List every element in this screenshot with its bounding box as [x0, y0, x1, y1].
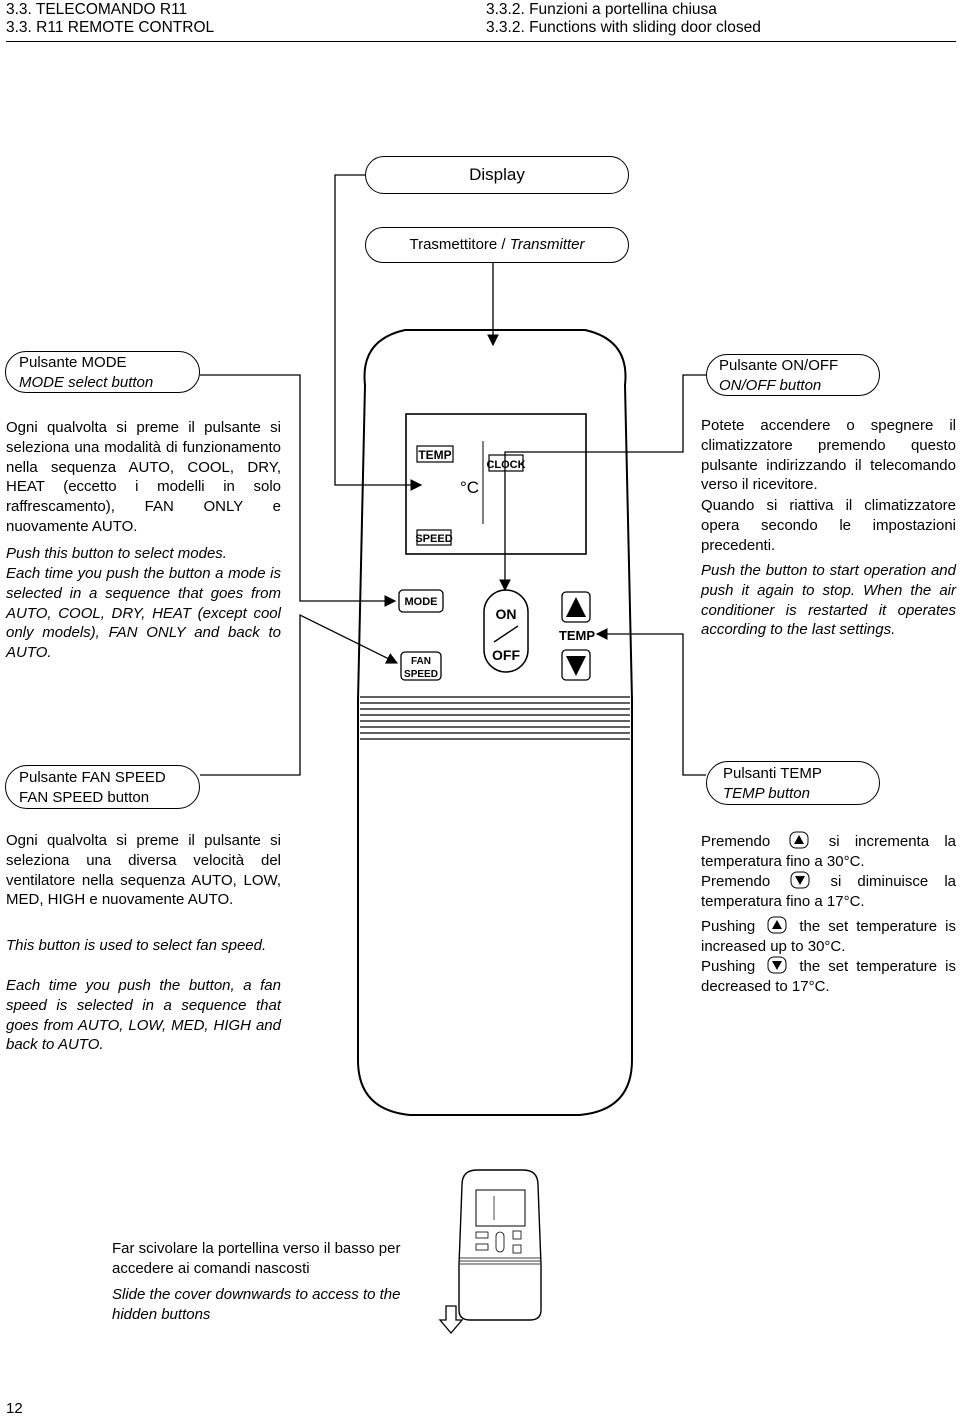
temp-down-button	[561, 649, 591, 681]
header-left-line1: 3.3. TELECOMANDO R11	[6, 1, 188, 18]
caption-en: Slide the cover downwards to access to t…	[112, 1286, 401, 1323]
caption-it: Far scivolare la portellina verso il bas…	[112, 1240, 401, 1277]
fan-text-en-2: Each time you push the button, a fan spe…	[6, 977, 281, 1054]
up-arrow-icon	[767, 916, 787, 934]
up-arrow-icon	[789, 831, 809, 849]
lcd-temp-label: TEMP	[418, 448, 451, 462]
transmitter-label-en: Transmitter	[509, 236, 585, 253]
svg-text:OFF: OFF	[492, 647, 520, 663]
temp-text-it-up-a: Premendo	[701, 833, 771, 850]
svg-text:SPEED: SPEED	[404, 669, 438, 680]
temp-text-it-up: Premendo si incrementa la temperatura fi…	[701, 831, 956, 872]
lcd-speed-label: SPEED	[415, 533, 452, 545]
mode-text-en-1: Push this button to select modes.	[6, 545, 227, 562]
down-arrow-icon	[790, 871, 810, 889]
temp-label-it: Pulsanti TEMP	[723, 765, 822, 782]
temp-text-it-up-b: si incrementa la temperatura fino a 30°C…	[701, 833, 956, 870]
temp-label-en: TEMP button	[723, 785, 810, 802]
onoff-text-en: Push the button to start operation and p…	[701, 562, 956, 639]
down-arrow-icon	[566, 656, 586, 676]
header-rule	[6, 41, 956, 42]
mode-label-en: MODE select button	[19, 374, 154, 391]
fan-label-it: Pulsante FAN SPEED	[19, 769, 166, 786]
temp-text-en-up-b: the set temperature is increased up to 3…	[701, 918, 956, 955]
fan-speed-button	[400, 651, 442, 681]
on-off-button	[483, 589, 529, 673]
mode-text-en-2: Each time you push the button a mode is …	[6, 565, 281, 662]
remote-grip-ridges	[360, 696, 630, 740]
onoff-text-it-2: Quando si riattiva il climatizzatore ope…	[701, 497, 956, 554]
display-label: Display	[365, 156, 629, 194]
header-left-line2: 3.3. R11 REMOTE CONTROL	[6, 19, 215, 36]
lcd-display	[405, 413, 587, 555]
slide-down-arrow-icon	[438, 1305, 464, 1335]
svg-text:ON: ON	[496, 606, 517, 622]
temp-text-en-down: Pushing the set temperature is decreased…	[701, 956, 956, 997]
mode-text-it: Ogni qualvolta si preme il pulsante si s…	[6, 419, 281, 535]
fan-label: Pulsante FAN SPEED FAN SPEED button	[5, 765, 200, 809]
small-remote	[458, 1169, 542, 1321]
transmitter-label: Trasmettitore / Transmitter	[365, 227, 629, 263]
onoff-label-it: Pulsante ON/OFF	[719, 357, 839, 374]
fan-text-en-1: This button is used to select fan speed.	[6, 937, 267, 954]
display-label-text: Display	[469, 165, 525, 184]
lcd-clock-label: CLOCK	[486, 459, 525, 471]
temp-text-en-up-a: Pushing	[701, 918, 756, 935]
temp-label: Pulsanti TEMP TEMP button	[706, 761, 880, 805]
temp-up-button	[561, 591, 591, 623]
onoff-label: Pulsante ON/OFF ON/OFF button	[706, 354, 880, 396]
fan-text-it: Ogni qualvolta si preme il pulsante si s…	[6, 832, 281, 909]
temp-text-it-down-b: si diminuisce la temperatura fino a 17°C…	[701, 873, 957, 910]
up-arrow-icon	[566, 597, 586, 617]
fan-label-en: FAN SPEED button	[19, 789, 150, 806]
mode-label: Pulsante MODE MODE select button	[5, 351, 200, 393]
page-number: 12	[6, 1400, 23, 1417]
temp-text-en-down-a: Pushing	[701, 958, 756, 975]
down-arrow-icon	[767, 956, 787, 974]
header-right-line1: 3.3.2. Funzioni a portellina chiusa	[486, 1, 717, 18]
remote-body	[357, 329, 633, 1116]
temp-text-it-down-a: Premendo	[701, 873, 771, 890]
mode-button	[398, 589, 444, 613]
temp-text-it-down: Premendo si diminuisce la temperatura fi…	[701, 871, 956, 912]
header-right-line2: 3.3.2. Functions with sliding door close…	[486, 19, 761, 36]
onoff-label-en: ON/OFF button	[719, 377, 822, 394]
lcd-unit: °C	[460, 478, 479, 497]
transmitter-label-it: Trasmettitore /	[409, 236, 510, 253]
onoff-text-it-1: Potete accendere o spegnere il climatizz…	[701, 417, 956, 494]
temp-text-en-up: Pushing the set temperature is increased…	[701, 916, 956, 957]
svg-text:MODE: MODE	[405, 596, 438, 608]
svg-text:TEMP: TEMP	[559, 628, 595, 643]
svg-text:FAN: FAN	[411, 656, 431, 667]
temp-text-en-down-b: the set temperature is decreased to 17°C…	[701, 958, 956, 995]
mode-label-it: Pulsante MODE	[19, 354, 127, 371]
